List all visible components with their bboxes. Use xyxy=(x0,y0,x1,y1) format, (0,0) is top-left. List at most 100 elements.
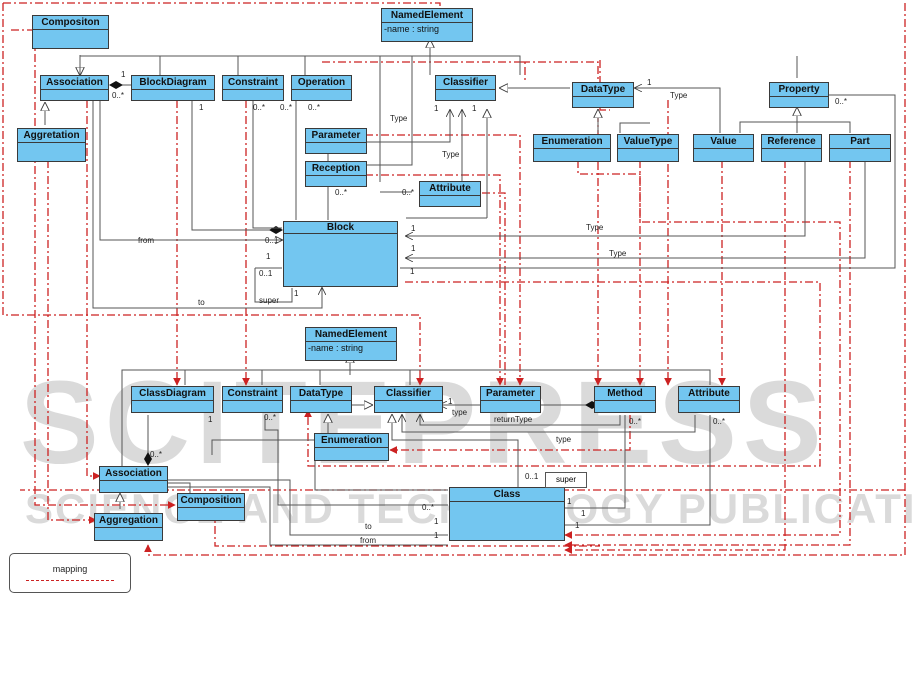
multiplicity-label: 1 xyxy=(581,509,586,518)
class-constraint-top[interactable]: Constraint xyxy=(222,75,284,101)
class-block-diagram[interactable]: BlockDiagram xyxy=(131,75,215,101)
type-label: type xyxy=(556,435,572,444)
class-classifier-bottom[interactable]: Classifier xyxy=(374,386,443,413)
multiplicity-label: 1 xyxy=(434,104,439,113)
class-enumeration-top[interactable]: Enumeration xyxy=(533,134,611,162)
multiplicity-label: 1 xyxy=(266,252,271,261)
class-name: Value xyxy=(694,135,753,149)
legend: mapping xyxy=(9,553,131,593)
multiplicity-label: 0..* xyxy=(402,188,415,197)
class-attribute-top[interactable]: Attribute xyxy=(419,181,481,207)
multiplicity-label: 0..1 xyxy=(265,236,279,245)
mapping-line xyxy=(389,415,631,454)
type-label: Type xyxy=(609,249,627,258)
class-named-element-top[interactable]: NamedElement-name : string xyxy=(381,8,473,42)
class-operation[interactable]: Operation xyxy=(291,75,352,101)
type-label: Type xyxy=(390,114,408,123)
class-part[interactable]: Part xyxy=(829,134,891,162)
super-label: super xyxy=(259,296,280,305)
multiplicity-label: 1 xyxy=(448,397,453,406)
to-label: to xyxy=(365,522,372,531)
class-constraint-bottom[interactable]: Constraint xyxy=(222,386,283,413)
mapping-line xyxy=(564,160,841,539)
class-aggretation[interactable]: Aggretation xyxy=(17,128,86,162)
class-name: BlockDiagram xyxy=(132,76,214,90)
to-label: to xyxy=(198,298,205,307)
class-association-bottom[interactable]: Association xyxy=(99,466,168,493)
class-attribute-bottom[interactable]: Attribute xyxy=(678,386,740,413)
mapping-line xyxy=(577,160,644,386)
association-lines xyxy=(45,40,896,546)
class-composition[interactable]: Composition xyxy=(177,493,245,521)
class-aggregation[interactable]: Aggregation xyxy=(94,513,163,541)
multiplicity-label: 0..* xyxy=(150,450,163,459)
from-label: from xyxy=(138,236,154,245)
type-label: Type xyxy=(586,223,604,232)
class-reception[interactable]: Reception xyxy=(305,161,367,187)
mapping-line xyxy=(564,160,786,554)
class-attribute: -name : string xyxy=(384,24,440,34)
return-type-label: returnType xyxy=(494,415,533,424)
mapping-line xyxy=(482,192,506,385)
class-parameter-bottom[interactable]: Parameter xyxy=(480,386,541,413)
multiplicity-label: 0..1 xyxy=(259,269,273,278)
class-name: Enumeration xyxy=(534,135,610,149)
class-name: Block xyxy=(284,222,397,234)
class-name: ClassDiagram xyxy=(132,387,213,401)
class-method[interactable]: Method xyxy=(594,386,656,413)
class-reference[interactable]: Reference xyxy=(761,134,822,162)
class-classifier-top[interactable]: Classifier xyxy=(435,75,496,101)
class-class-diagram[interactable]: ClassDiagram xyxy=(131,386,214,413)
multiplicity-label: 1 xyxy=(647,78,652,87)
class-association-top[interactable]: Association xyxy=(40,75,109,101)
class-name: Operation xyxy=(292,76,351,90)
class-value-type[interactable]: ValueType xyxy=(617,134,679,162)
class-name: Class xyxy=(450,488,564,502)
class-name: ValueType xyxy=(618,135,678,149)
multiplicity-label: 0..* xyxy=(308,103,321,112)
class-enumeration-bottom[interactable]: Enumeration xyxy=(314,433,389,461)
class-name: NamedElement xyxy=(382,9,472,23)
class-value[interactable]: Value xyxy=(693,134,754,162)
class-attribute: -name : string xyxy=(308,343,364,353)
class-name: NamedElement xyxy=(306,328,396,342)
multiplicity-label: 0..* xyxy=(422,503,435,512)
class-name: Attribute xyxy=(420,182,480,196)
legend-label: mapping xyxy=(52,564,88,574)
super-role-box: super xyxy=(545,472,587,488)
mapping-line xyxy=(86,100,101,480)
multiplicity-label: 0..* xyxy=(280,103,293,112)
class-name: Method xyxy=(595,387,655,401)
class-name: Attribute xyxy=(679,387,739,401)
class-block[interactable]: Block xyxy=(283,221,398,287)
multiplicity-label: 0..* xyxy=(335,188,348,197)
multiplicity-label: 1 xyxy=(472,104,477,113)
class-name: Aggregation xyxy=(95,514,162,528)
class-datatype-bottom[interactable]: DataType xyxy=(290,386,352,413)
class-name: Association xyxy=(41,76,108,90)
multiplicity-label: 1 xyxy=(434,531,439,540)
class-name: Part xyxy=(830,135,890,149)
multiplicity-label: 1 xyxy=(434,517,439,526)
mapping-line xyxy=(214,510,600,547)
multiplicity-label: 1 xyxy=(121,70,126,79)
class-class[interactable]: Class xyxy=(449,487,565,541)
class-name: Parameter xyxy=(481,387,540,401)
mapping-line xyxy=(2,3,424,386)
class-name: Property xyxy=(770,83,828,97)
class-name: Association xyxy=(100,467,167,481)
class-named-element-bottom[interactable]: NamedElement-name : string xyxy=(305,327,397,361)
multiplicity-label: 1 xyxy=(208,415,213,424)
mapping-line xyxy=(365,174,504,386)
class-parameter-top[interactable]: Parameter xyxy=(305,128,367,154)
class-name: Constraint xyxy=(223,387,282,401)
class-name: DataType xyxy=(291,387,351,401)
multiplicity-label: 1 xyxy=(411,224,416,233)
class-property[interactable]: Property xyxy=(769,82,829,108)
class-datatype-top[interactable]: DataType xyxy=(572,82,634,108)
class-compositon[interactable]: Compositon xyxy=(32,15,109,49)
from-label: from xyxy=(360,536,376,545)
mapping-line xyxy=(304,281,821,467)
